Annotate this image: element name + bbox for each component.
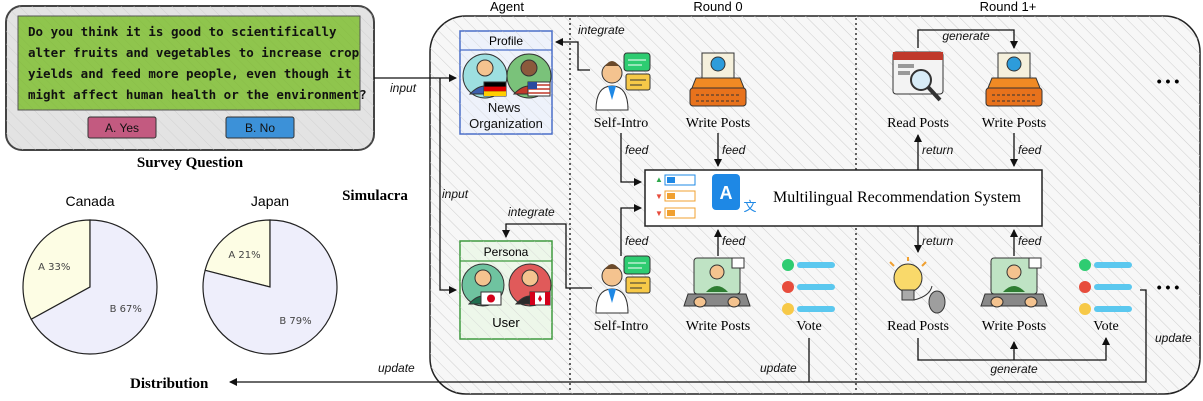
survey-caption: Survey Question <box>137 155 244 171</box>
pie-slice-canada-b <box>30 219 158 355</box>
arrow-generate-bottom <box>917 337 1110 361</box>
arrow-feed-selfintro-bottom <box>620 204 642 256</box>
survey-question-panel: Do you think it is good to scientificall… <box>5 5 375 151</box>
svg-text:文: 文 <box>743 199 756 214</box>
profile-name-line1: News <box>488 100 521 115</box>
self-intro-label-bottom: Self-Intro <box>594 319 648 334</box>
edge-label-return-bottom: return <box>922 234 954 248</box>
distribution-caption: Distribution <box>130 376 209 392</box>
option-b-button[interactable]: B. No <box>225 116 295 139</box>
ellipsis-bottom: • • • <box>1157 279 1180 295</box>
svg-text:▼: ▼ <box>655 192 663 201</box>
write-posts-label-round0-top: Write Posts <box>686 116 750 131</box>
edge-label-input-bottom: input <box>442 187 469 201</box>
arrow-integrate-profile <box>555 38 590 71</box>
pie-label-japan-b: B 79% <box>279 316 311 327</box>
edge-label-feed-write0-top: feed <box>722 143 746 157</box>
arrow-input-persona <box>439 78 457 294</box>
edge-label-feed-write0-bottom: feed <box>722 234 746 248</box>
edge-label-generate-top: generate <box>942 29 990 43</box>
laptop-writer-icon-round0 <box>683 257 751 308</box>
edge-label-integrate-bottom: integrate <box>508 205 555 219</box>
pie-label-japan-a: A 21% <box>228 250 260 261</box>
write-posts-label-round0-bottom: Write Posts <box>686 319 750 334</box>
laptop-writer-icon-round1 <box>980 257 1048 308</box>
question-line-1: Do you think it is good to scientificall… <box>28 24 337 39</box>
persona-box: Persona User <box>459 240 553 340</box>
pie-slice-japan-b <box>202 219 338 355</box>
vote-label-round1: Vote <box>1093 319 1118 334</box>
edge-label-update-left: update <box>378 361 415 375</box>
edge-label-integrate-top: integrate <box>578 23 625 37</box>
vote-icon-round0 <box>782 259 835 315</box>
pie-slice-japan-a <box>204 219 271 288</box>
edge-label-feed-write1-top: feed <box>1018 143 1042 157</box>
svg-text:Do you think it is good to sci: Do you think it is good to scientificall… <box>28 24 367 102</box>
column-header-round1: Round 1+ <box>980 0 1037 14</box>
feed-list-icon: ▲ ▼ ▼ <box>655 174 696 219</box>
edge-label-input-top: input <box>390 81 417 95</box>
write-posts-label-round1-bottom: Write Posts <box>982 319 1046 334</box>
read-posts-label-top: Read Posts <box>887 116 949 131</box>
recommendation-system-label: Multilingual Recommendation System <box>773 189 1022 206</box>
profile-title: Profile <box>489 34 523 48</box>
self-intro-label-top: Self-Intro <box>594 116 648 131</box>
svg-text:A: A <box>720 183 733 203</box>
self-intro-icon-bottom <box>595 255 651 314</box>
edge-label-update-middle: update <box>760 361 797 375</box>
pie-title-japan: Japan <box>251 193 289 209</box>
recommendation-system-box: ▲ ▼ ▼ A 文 Multilingual Recommendation Sy… <box>644 169 1043 227</box>
typewriter-icon-round1 <box>985 52 1043 107</box>
flow-arrows <box>229 29 1147 386</box>
svg-text:▼: ▼ <box>655 209 663 218</box>
pie-chart-japan: A 21% B 79% <box>202 219 338 355</box>
simulacra-label: Simulacra <box>342 188 408 204</box>
pie-label-canada-a: A 33% <box>38 262 70 273</box>
option-a-button[interactable]: A. Yes <box>87 116 157 139</box>
option-a-label: A. Yes <box>105 121 139 135</box>
question-line-4: might affect human health or the environ… <box>28 87 367 102</box>
arrow-update-round1 <box>229 289 1147 386</box>
self-intro-icon-top <box>595 52 651 111</box>
read-posts-browser-icon <box>892 51 944 102</box>
user-avatars-icon <box>461 263 552 307</box>
svg-text:▲: ▲ <box>655 175 663 184</box>
edge-label-generate-bottom: generate <box>990 362 1038 376</box>
pie-title-canada: Canada <box>65 193 114 209</box>
persona-name: User <box>492 315 520 330</box>
edge-label-return-top: return <box>922 143 954 157</box>
persona-title: Persona <box>484 245 529 259</box>
typewriter-icon-round0 <box>689 52 747 107</box>
profile-box: Profile News Organization <box>459 30 553 135</box>
read-posts-label-bottom: Read Posts <box>887 319 949 334</box>
lightbulb-mouse-icon <box>889 257 946 314</box>
option-b-label: B. No <box>245 121 275 135</box>
edge-label-feed-selfintro-top: feed <box>625 143 649 157</box>
translate-icon: A 文 <box>712 174 757 214</box>
edge-label-feed-write1-bottom: feed <box>1018 234 1042 248</box>
question-line-3: yields and feed more people, even though… <box>28 66 352 81</box>
arrow-generate-top <box>917 29 1018 49</box>
vote-label-round0: Vote <box>796 319 821 334</box>
arrow-feed-selfintro-top <box>620 133 642 186</box>
question-line-2: alter fruits and vegetables to increase … <box>28 45 359 60</box>
pie-label-canada-b: B 67% <box>110 304 142 315</box>
pie-chart-canada: A 33% B 67% <box>22 219 158 355</box>
pie-slice-canada-a <box>22 219 91 321</box>
edge-label-update-right: update <box>1155 331 1192 345</box>
edge-label-feed-selfintro-bottom: feed <box>625 234 649 248</box>
vote-icon-round1 <box>1079 259 1132 315</box>
ellipsis-top: • • • <box>1157 73 1180 89</box>
profile-name-line2: Organization <box>469 116 543 131</box>
svg-text:News Organization: News Organization <box>469 100 543 131</box>
column-header-agent: Agent <box>490 0 524 14</box>
arrow-integrate-persona <box>502 223 592 289</box>
news-org-avatars-icon <box>462 53 552 99</box>
column-header-round0: Round 0 <box>693 0 742 14</box>
write-posts-label-round1-top: Write Posts <box>982 116 1046 131</box>
